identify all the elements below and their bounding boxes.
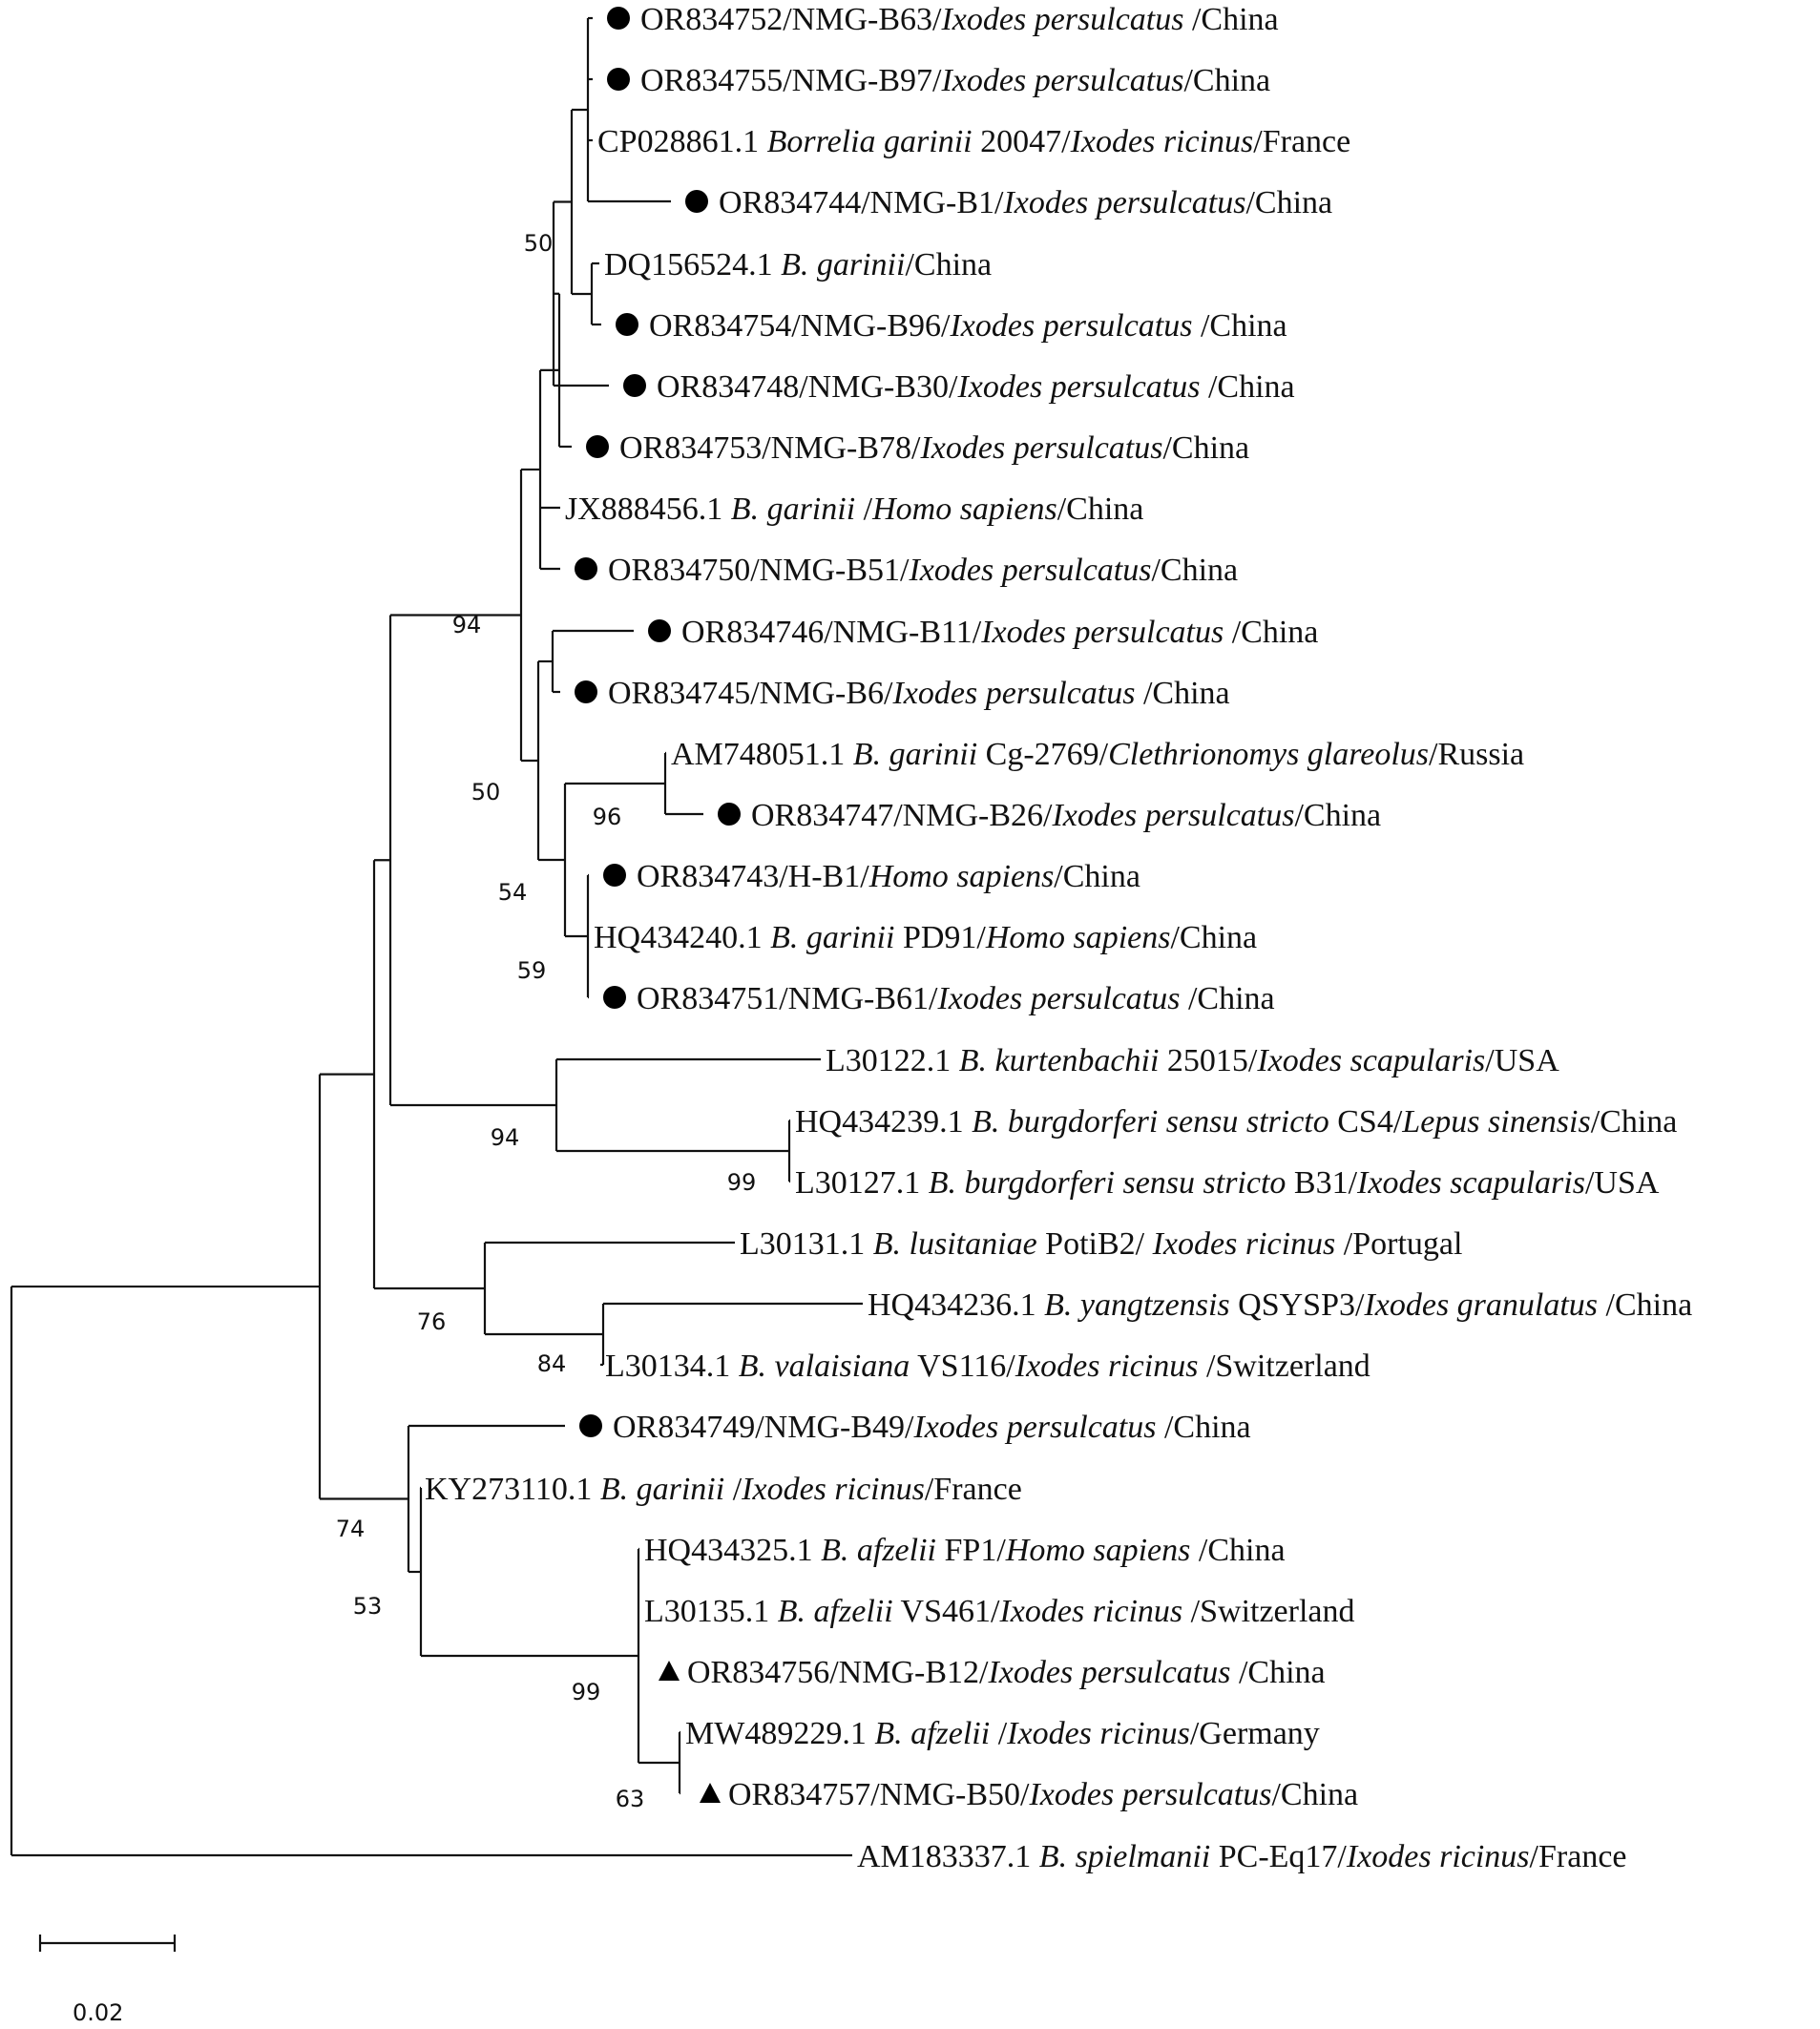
taxon-label: OR834757/NMG-B50/Ixodes persulcatus/Chin… <box>728 1777 1358 1812</box>
sample-circle-marker <box>603 864 626 887</box>
sample-circle-marker <box>579 1414 602 1437</box>
sample-circle-marker <box>607 68 630 91</box>
taxon-label: CP028861.1 Borrelia garinii 20047/Ixodes… <box>597 124 1350 159</box>
taxon-label: OR834751/NMG-B61/Ixodes persulcatus /Chi… <box>637 981 1275 1016</box>
taxon-label: L30131.1 B. lusitaniae PotiB2/ Ixodes ri… <box>740 1226 1462 1262</box>
sample-circle-marker <box>718 803 741 826</box>
taxon-label: OR834756/NMG-B12/Ixodes persulcatus /Chi… <box>687 1655 1326 1690</box>
taxon-label: OR834754/NMG-B96/Ixodes persulcatus /Chi… <box>649 308 1287 344</box>
sample-triangle-marker <box>659 1661 680 1681</box>
taxon-label: OR834753/NMG-B78/Ixodes persulcatus/Chin… <box>619 430 1249 466</box>
sample-circle-marker <box>623 374 646 397</box>
taxon-label: OR834750/NMG-B51/Ixodes persulcatus/Chin… <box>608 553 1238 588</box>
scale-bar-label: 0.02 <box>73 1999 123 2026</box>
bootstrap-value: 94 <box>452 612 482 638</box>
taxon-label: L30135.1 B. afzelii VS461/Ixodes ricinus… <box>644 1594 1355 1629</box>
taxon-label: OR834746/NMG-B11/Ixodes persulcatus /Chi… <box>681 615 1318 650</box>
sample-triangle-marker <box>700 1783 721 1803</box>
bootstrap-value: 53 <box>353 1593 383 1620</box>
bootstrap-value: 74 <box>336 1516 366 1542</box>
taxon-label: HQ434236.1 B. yangtzensis QSYSP3/Ixodes … <box>868 1287 1692 1323</box>
sample-circle-marker <box>575 680 597 703</box>
bootstrap-value: 54 <box>498 879 528 906</box>
scale-bar: 0.02 <box>38 1935 177 2026</box>
bootstrap-value: 94 <box>491 1124 520 1151</box>
sample-circle-marker <box>685 190 708 213</box>
taxon-label: OR834747/NMG-B26/Ixodes persulcatus/Chin… <box>751 798 1381 833</box>
bootstrap-value: 59 <box>517 957 547 984</box>
sample-circle-marker <box>586 435 609 458</box>
bootstrap-value: 96 <box>593 804 622 830</box>
taxon-label: OR834743/H-B1/Homo sapiens/China <box>637 859 1140 894</box>
sample-circle-marker <box>648 619 671 642</box>
taxon-label: MW489229.1 B. afzelii /Ixodes ricinus/Ge… <box>685 1716 1320 1751</box>
taxon-label: OR834748/NMG-B30/Ixodes persulcatus /Chi… <box>657 369 1295 405</box>
bootstrap-value: 84 <box>537 1350 567 1377</box>
taxon-label: L30122.1 B. kurtenbachii 25015/Ixodes sc… <box>826 1043 1559 1078</box>
bootstrap-value: 99 <box>727 1169 757 1196</box>
bootstrap-labels: 50 94 50 54 59 96 94 99 76 84 74 53 99 63 <box>336 230 757 1812</box>
bootstrap-value: 76 <box>417 1308 447 1335</box>
taxon-markers <box>575 7 741 1803</box>
taxon-label: KY273110.1 B. garinii /Ixodes ricinus/Fr… <box>425 1472 1022 1507</box>
taxon-label: L30134.1 B. valaisiana VS116/Ixodes rici… <box>605 1349 1370 1384</box>
taxon-label: OR834749/NMG-B49/Ixodes persulcatus /Chi… <box>613 1410 1251 1445</box>
sample-circle-marker <box>575 557 597 580</box>
taxon-label: AM183337.1 B. spielmanii PC-Eq17/Ixodes … <box>857 1839 1627 1874</box>
bootstrap-value: 99 <box>572 1679 601 1705</box>
sample-circle-marker <box>603 986 626 1009</box>
taxon-label: OR834745/NMG-B6/Ixodes persulcatus /Chin… <box>608 676 1230 711</box>
taxon-label: OR834755/NMG-B97/Ixodes persulcatus/Chin… <box>640 63 1270 98</box>
sample-circle-marker <box>616 313 638 336</box>
taxon-label: OR834752/NMG-B63/Ixodes persulcatus /Chi… <box>640 2 1279 37</box>
taxon-label: HQ434325.1 B. afzelii FP1/Homo sapiens /… <box>644 1533 1286 1568</box>
taxon-label: L30127.1 B. burgdorferi sensu stricto B3… <box>795 1165 1660 1201</box>
taxon-label: OR834744/NMG-B1/Ixodes persulcatus/China <box>719 185 1332 220</box>
bootstrap-value: 63 <box>616 1786 645 1812</box>
taxon-labels: OR834752/NMG-B63/Ixodes persulcatus /Chi… <box>425 2 1692 1874</box>
taxon-label: HQ434240.1 B. garinii PD91/Homo sapiens/… <box>594 920 1257 955</box>
sample-circle-marker <box>607 7 630 30</box>
bootstrap-value: 50 <box>471 779 501 805</box>
taxon-label: JX888456.1 B. garinii /Homo sapiens/Chin… <box>565 492 1143 527</box>
bootstrap-value: 50 <box>524 230 554 257</box>
tree-branches <box>10 16 863 1857</box>
taxon-label: AM748051.1 B. garinii Cg-2769/Clethriono… <box>671 737 1524 772</box>
taxon-label: DQ156524.1 B. garinii/China <box>604 247 992 282</box>
taxon-label: HQ434239.1 B. burgdorferi sensu stricto … <box>795 1104 1677 1140</box>
